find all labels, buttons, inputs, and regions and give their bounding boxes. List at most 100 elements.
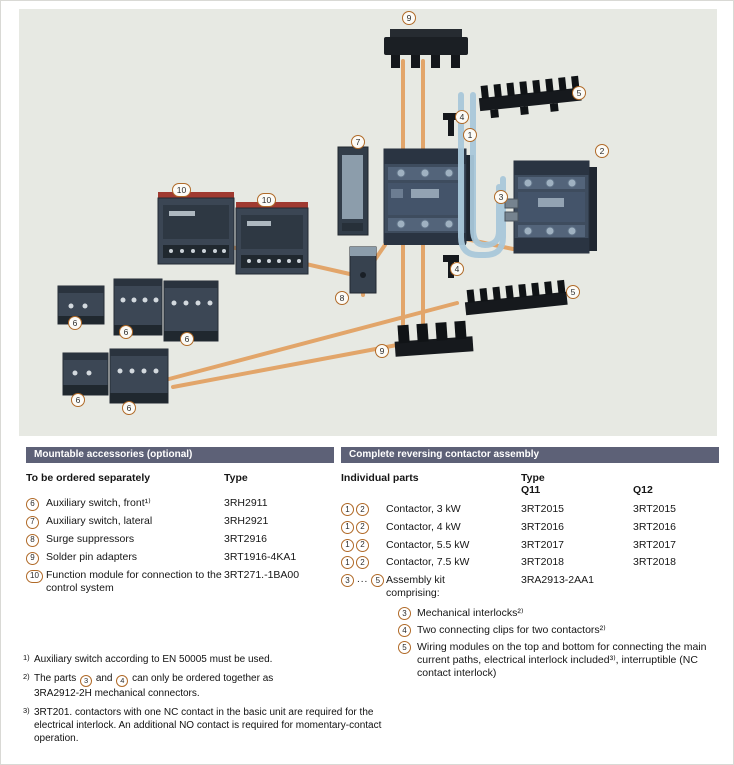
blue-wiring-tubes [458,92,506,258]
contactor-q12 [513,160,597,254]
col-type: Type [224,472,248,484]
kit-item: 5 Wiring modules on the top and bottom f… [398,641,719,679]
row-type-q12: 3RT2015 [633,503,677,515]
row-type-q12: 3RT2018 [633,556,677,569]
row-type: 3RT1916-4KA1 [224,551,297,563]
solder-pin-adapter-bottom [394,320,474,357]
footnote-3: 3) 3RT201. contactors with one NC contac… [23,706,383,745]
auxiliary-switch-lateral [337,146,369,236]
table-row: 1 2 Contactor, 5.5 kW 3RT2017 3RT2017 [341,538,719,552]
function-module-right [235,202,309,275]
footnote-marker: 2) [23,672,30,681]
row-label: Auxiliary switch, front¹⁾ [46,497,151,509]
row-callout: 2 [356,556,369,570]
callout-2: 2 [595,144,609,158]
callout-6-1: 6 [68,316,82,330]
row-callout: 5 [371,574,385,588]
row-callout: 1 [341,556,354,570]
footnote-text: The parts 3 and 4 can only be ordered to… [34,673,274,699]
callout-9-top: 9 [402,11,416,25]
callout-5-top: 5 [572,86,586,100]
assembly-column-subheaders: Q11 Q12 [341,484,719,496]
callout-8: 8 [335,291,349,305]
row-label: Contactor, 3 kW [386,503,461,515]
footnote-2: 2) The parts 3 and 4 can only be ordered… [23,672,383,700]
callout-7: 7 [351,135,365,149]
row-label: Auxiliary switch, lateral [46,515,153,527]
row-callout: 2 [356,503,369,516]
table-row: 6 Auxiliary switch, front¹⁾ 3RH2911 [26,497,334,511]
footnote-text: Auxiliary switch according to EN 50005 m… [34,654,273,665]
kit-item-text: Mechanical interlocks²⁾ [417,607,524,620]
row-label: Contactor, 4 kW [386,520,461,533]
row-label: Contactor, 7.5 kW [386,556,470,569]
row-callout: 4 [398,624,411,638]
callout-6-5: 6 [122,401,136,415]
row-callout: 8 [26,533,39,547]
mechanical-interlock-part [504,198,519,222]
row-label: Surge suppressors [46,533,135,545]
row-callout: 1 [341,503,354,516]
wiring-module-top [478,75,582,119]
kit-item-text: Wiring modules on the top and bottom for… [417,641,707,679]
col-q11: Q11 [521,484,541,496]
row-type-q11: 3RT2016 [521,520,565,533]
footnotes: 1) Auxiliary switch according to EN 5000… [23,653,383,751]
row-type-q11: 3RT2017 [521,538,565,551]
row-label: Solder pin adapters [46,551,138,563]
callout-6-3: 6 [180,332,194,346]
col-ordered-separately: To be ordered separately [26,472,151,484]
callout-10-right: 10 [257,193,276,207]
callout-5-bottom: 5 [566,285,580,299]
callout-9-bottom: 9 [375,344,389,358]
callout-4-top: 4 [455,110,469,124]
function-module-left [157,192,235,265]
row-callout: 5 [398,641,411,655]
row-callout: 2 [356,538,369,552]
auxiliary-switch-front-5 [109,348,169,404]
solder-pin-adapter-top [384,29,468,68]
exploded-view-illustration [57,29,597,404]
table-row: 10 Function module for connection to the… [26,569,334,594]
accessories-column-headers: To be ordered separately Type [26,472,334,484]
row-callout: 2 [356,520,369,534]
assembly-table: Complete reversing contactor assembly In… [341,447,719,683]
table-row: 7 Auxiliary switch, lateral 3RH2921 [26,515,334,529]
assembly-table-header: Complete reversing contactor assembly [341,447,719,463]
inline-callout-4: 4 [116,674,129,687]
diagram-area: 9 5 4 1 7 2 3 10 10 4 5 8 9 6 6 6 6 6 [19,9,717,436]
col-individual-parts: Individual parts [341,472,419,484]
footnote-1: 1) Auxiliary switch according to EN 5000… [23,653,383,666]
row-type: 3RH2911 [224,497,268,509]
row-label: Function module for connection to the co… [46,569,222,594]
callout-3: 3 [494,190,508,204]
row-type-q11: 3RA2913-2AA1 [521,574,594,587]
row-type: 3RT2916 [224,533,268,545]
accessories-table-header: Mountable accessories (optional) [26,447,334,463]
row-type-q12: 3RT2017 [633,538,677,551]
kit-item-text: Two connecting clips for two contactors²… [417,624,606,637]
row-type: 3RT271.-1BA00 [224,569,300,581]
kit-item: 4 Two connecting clips for two contactor… [398,624,719,638]
callout-10-left: 10 [172,183,191,197]
auxiliary-switch-front-4 [62,352,109,396]
kit-items: 3 Mechanical interlocks²⁾ 4 Two connecti… [341,607,719,679]
kit-item: 3 Mechanical interlocks²⁾ [398,607,719,621]
row-callout: 9 [26,551,39,565]
range-dots: ... [357,574,369,586]
callout-4-bottom: 4 [450,262,464,276]
accessories-table: Mountable accessories (optional) To be o… [26,447,334,599]
tables-section: Mountable accessories (optional) To be o… [1,447,733,764]
inline-callout-3: 3 [80,674,93,687]
table-row: 1 2 Contactor, 3 kW 3RT2015 3RT2015 [341,503,719,516]
footnote-text: 3RT201. contactors with one NC contact i… [34,706,382,744]
row-callout: 6 [26,497,39,511]
assembly-kit-row: 3 ... 5 Assembly kit comprising: 3RA2913… [341,574,719,599]
auxiliary-switch-front-3 [163,280,219,342]
table-row: 9 Solder pin adapters 3RT1916-4KA1 [26,551,334,565]
callout-6-2: 6 [119,325,133,339]
table-row: 8 Surge suppressors 3RT2916 [26,533,334,547]
row-callout: 10 [26,569,43,583]
surge-suppressor [349,246,377,294]
